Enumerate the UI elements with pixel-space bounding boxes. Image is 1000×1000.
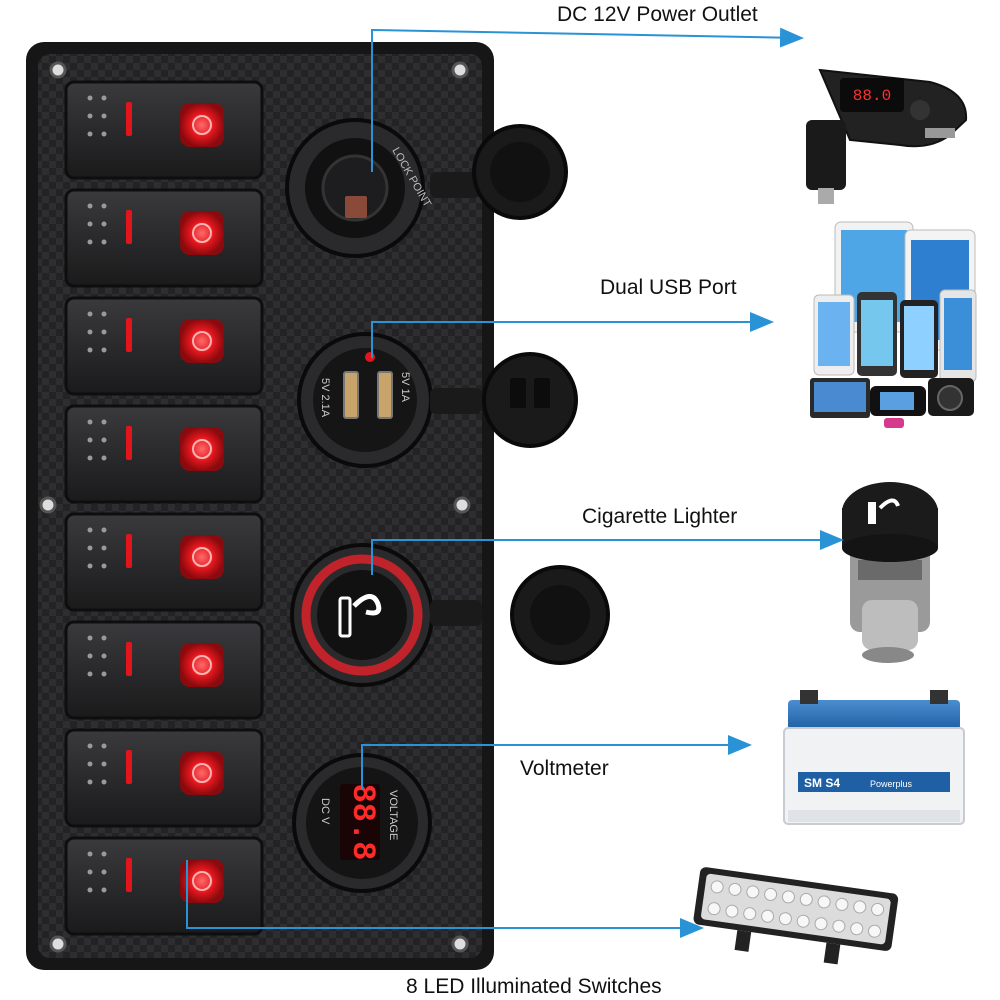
battery-label: SM S4 [804,776,840,790]
fm-transmitter-photo: 88.0 [806,68,968,204]
label-dc-power-outlet: DC 12V Power Outlet [557,3,758,26]
devices-photo [810,221,977,428]
rocker-switch-group [64,80,264,936]
usb-left-rating: 5V 2.1A [319,378,331,418]
label-led-switches: 8 LED Illuminated Switches [406,975,662,998]
rocker-switch[interactable] [64,296,264,396]
arrow-usb-port [371,312,774,358]
dual-usb-socket: 5V 2.1A 5V 1A [297,332,578,468]
label-cigarette-lighter: Cigarette Lighter [582,505,738,528]
mounting-holes [39,61,471,953]
voltmeter-display: 88.8 VOLTAGE DC V [292,753,432,893]
callout-arrows [186,27,844,938]
battery-brand: Powerplus [870,779,913,789]
led-light-bar-photo [693,867,899,965]
dc-v-text: DC V [319,798,331,825]
arrow-dc-outlet [371,27,804,172]
rocker-switch[interactable] [64,188,264,288]
voltmeter-reading: 88.8 [344,784,381,861]
usb-right-rating: 5V 1A [399,372,411,403]
transmitter-display: 88.0 [853,87,891,105]
cigarette-lighter-socket [290,543,610,687]
rocker-switch[interactable] [64,620,264,720]
rocker-switch[interactable] [64,512,264,612]
arrow-voltmeter [361,735,752,790]
label-dual-usb-port: Dual USB Port [600,276,737,299]
rocker-switch[interactable] [64,404,264,504]
rocker-switch[interactable] [64,80,264,180]
rocker-switch[interactable] [64,728,264,828]
voltage-text: VOLTAGE [387,790,399,840]
lighter-plug-photo [842,482,938,663]
rocker-switch[interactable] [64,836,264,936]
arrow-cigarette-lighter [371,530,844,575]
label-voltmeter: Voltmeter [520,757,609,780]
arrow-switches [186,860,704,938]
car-battery-photo: SM S4 Powerplus [783,690,965,825]
